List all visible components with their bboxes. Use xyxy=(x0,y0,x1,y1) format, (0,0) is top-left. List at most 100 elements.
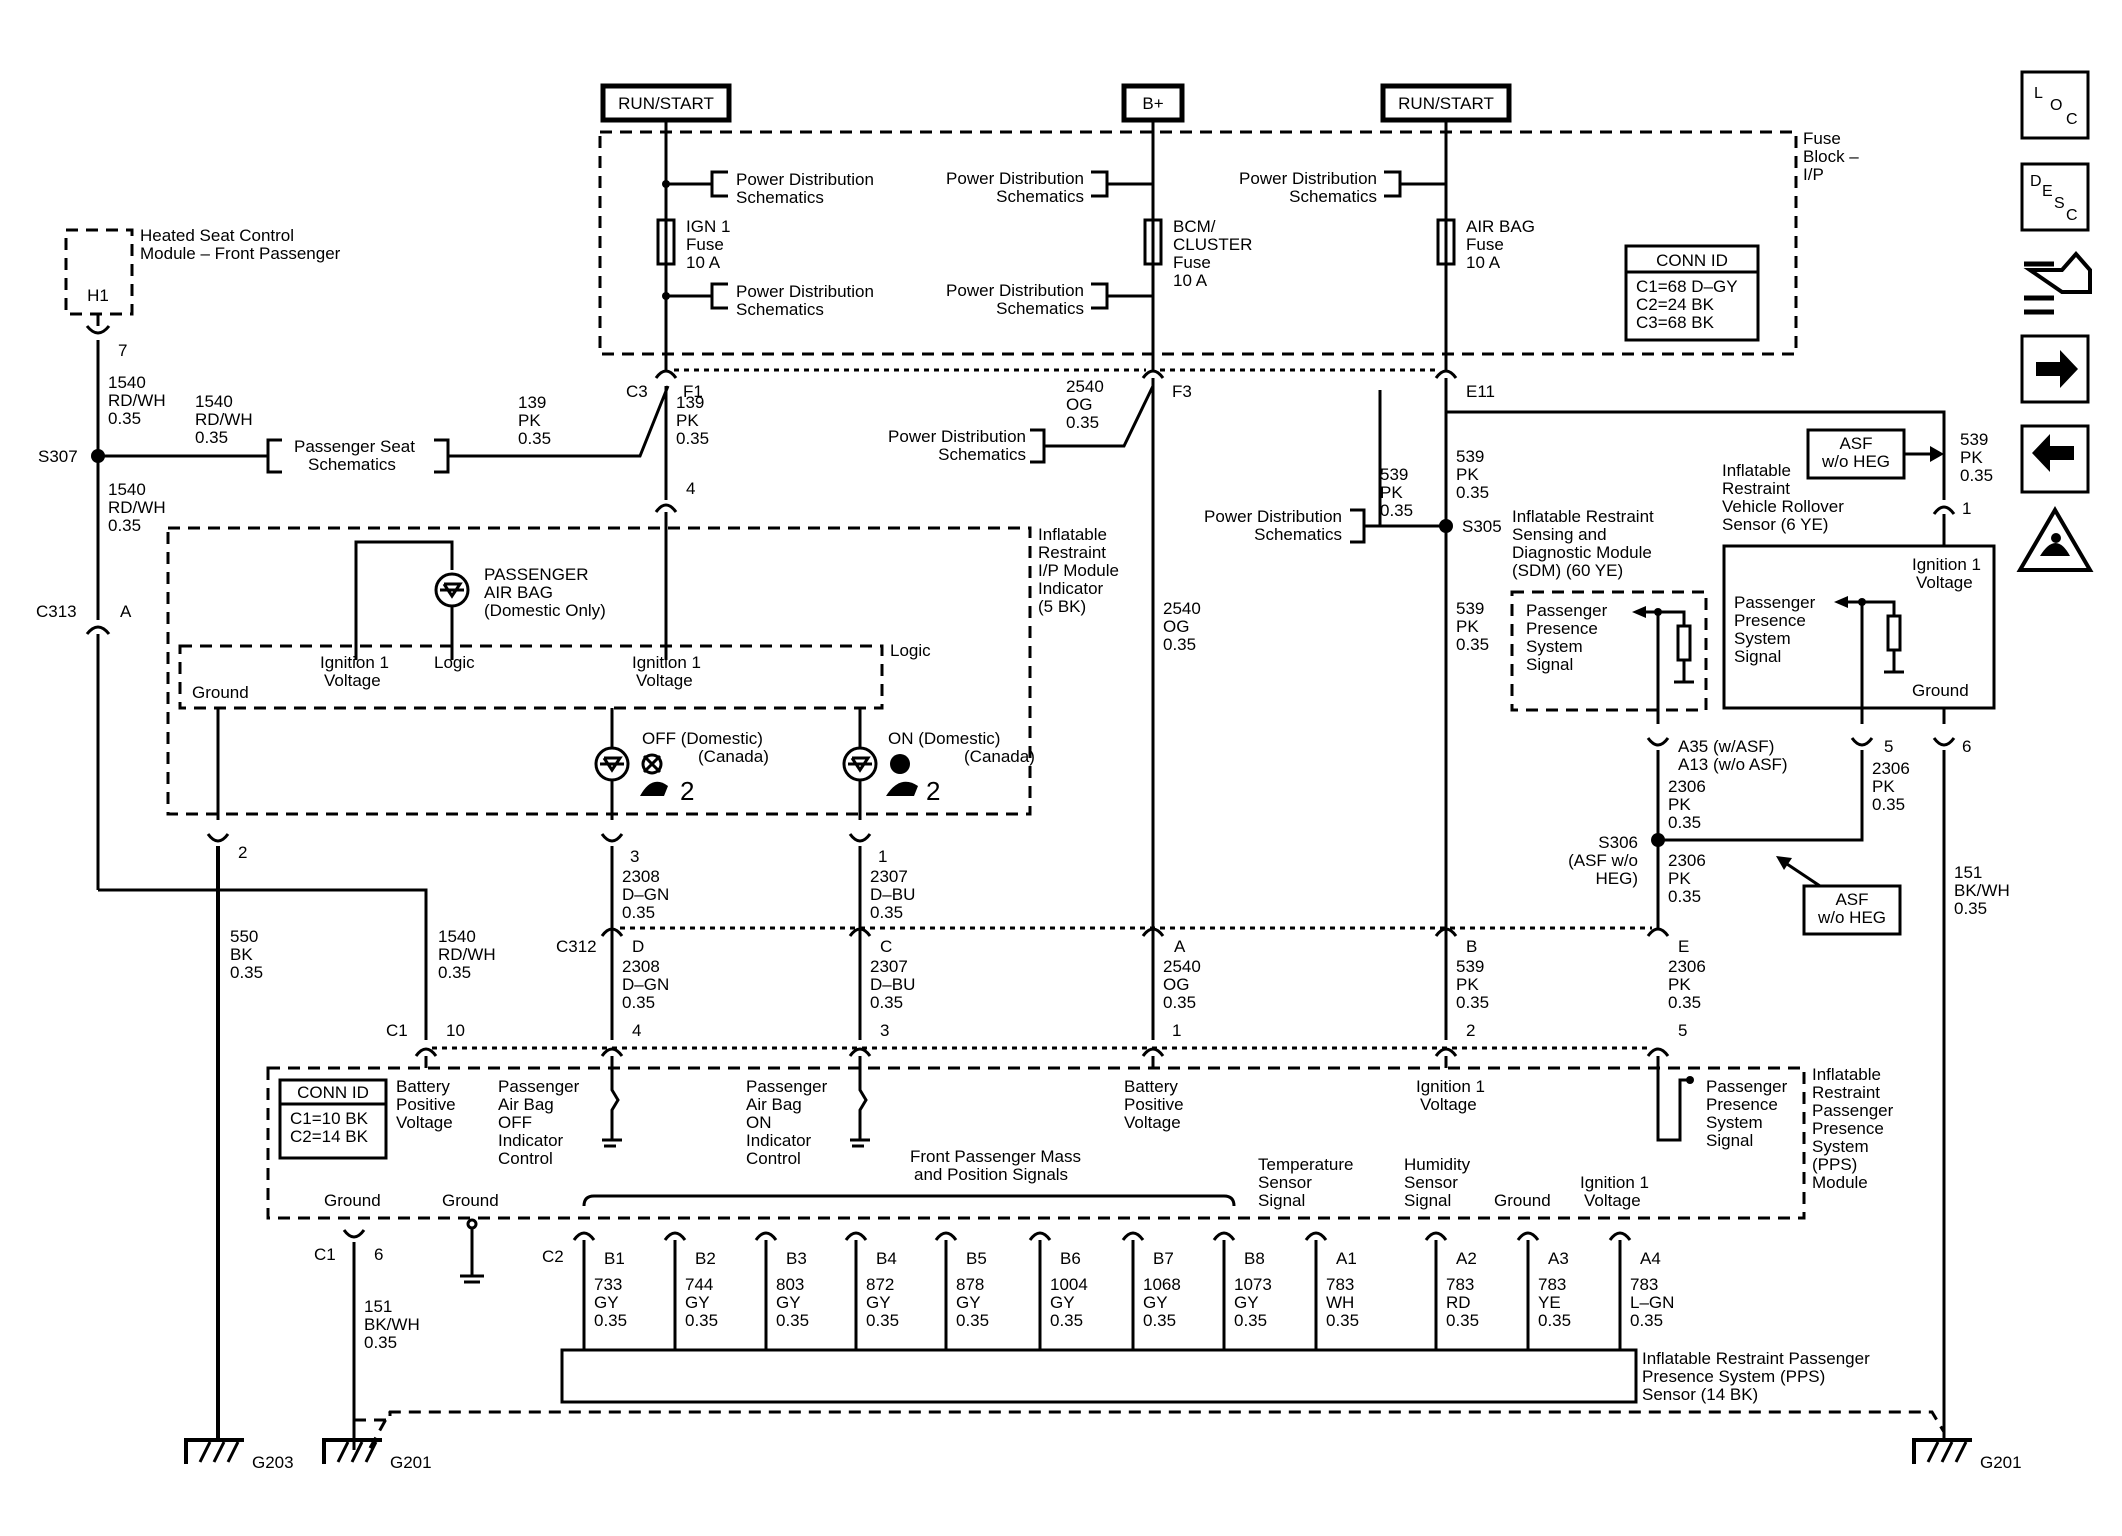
svg-text:S307: S307 xyxy=(38,447,78,466)
connector-icon[interactable] xyxy=(2023,250,2092,315)
svg-text:A: A xyxy=(1174,937,1186,956)
svg-text:Ground: Ground xyxy=(324,1191,381,1210)
next-arrow-icon[interactable] xyxy=(2020,334,2090,404)
svg-text:1: 1 xyxy=(1962,499,1971,518)
svg-text:Ground: Ground xyxy=(442,1191,499,1210)
run-start-right-header: RUN/START xyxy=(1380,83,1512,123)
e11-label: E11 xyxy=(1466,382,1495,401)
svg-text:Ground: Ground xyxy=(1494,1191,1551,1210)
svg-text:CONN ID: CONN ID xyxy=(1656,251,1728,270)
svg-text:10: 10 xyxy=(446,1021,465,1040)
svg-text:G201: G201 xyxy=(1980,1453,2022,1472)
sensor-pin-socket xyxy=(1212,1231,1236,1241)
svg-text:C1: C1 xyxy=(314,1245,336,1264)
sensor-pin-label: B1 xyxy=(604,1249,625,1268)
f1-label: F1 xyxy=(683,382,703,401)
svg-text:Ground: Ground xyxy=(1912,681,1969,700)
prev-arrow-icon[interactable] xyxy=(2020,424,2090,494)
svg-text:Logic: Logic xyxy=(890,641,931,660)
svg-text:L: L xyxy=(2034,85,2043,102)
g201-ground-icon-left: G201 xyxy=(322,1438,432,1472)
sensor-pin-socket xyxy=(754,1231,778,1241)
svg-text:C313: C313 xyxy=(36,602,77,621)
indicator-module-box xyxy=(166,526,1032,816)
svg-text:D: D xyxy=(2030,173,2042,190)
svg-text:G201: G201 xyxy=(390,1453,432,1472)
c3-label: C3 xyxy=(626,382,648,401)
svg-text:RUN/START: RUN/START xyxy=(618,94,714,113)
sensor-pin-label: B6 xyxy=(1060,1249,1081,1268)
sensor-pin-label: B4 xyxy=(876,1249,897,1268)
svg-text:A35 (w/ASF): A35 (w/ASF) xyxy=(1678,737,1774,756)
sensor-pin-socket xyxy=(1424,1231,1448,1241)
svg-text:G203: G203 xyxy=(252,1453,294,1472)
airbag-on-person-icon: 2 xyxy=(886,754,940,806)
pps-module-box xyxy=(266,1066,1806,1220)
run-start-left-header: RUN/START xyxy=(600,83,732,123)
svg-text:C2: C2 xyxy=(542,1247,564,1266)
on-lamp-label: ON (Domestic)(Canada) xyxy=(888,729,1035,766)
sensor-pin-socket xyxy=(1121,1231,1145,1241)
svg-text:Ground: Ground xyxy=(192,683,249,702)
svg-text:4: 4 xyxy=(686,479,695,498)
sensor-pin-label: B3 xyxy=(786,1249,807,1268)
svg-text:A13 (w/o ASF): A13 (w/o ASF) xyxy=(1678,755,1788,774)
pps-sensor-box xyxy=(560,1348,1638,1404)
svg-text:2: 2 xyxy=(680,776,694,806)
svg-text:5: 5 xyxy=(1678,1021,1687,1040)
desc-icon[interactable]: D E S C xyxy=(2020,162,2090,232)
sensor-pin-label: B5 xyxy=(966,1249,987,1268)
svg-text:4: 4 xyxy=(632,1021,641,1040)
svg-text:CONN ID: CONN ID xyxy=(297,1083,369,1102)
svg-text:1: 1 xyxy=(878,847,887,866)
svg-text:C1: C1 xyxy=(386,1021,408,1040)
svg-text:S: S xyxy=(2054,195,2065,212)
esd-warning-icon[interactable] xyxy=(2016,506,2094,572)
svg-text:C: C xyxy=(880,937,892,956)
loc-icon[interactable]: L O C xyxy=(2020,70,2090,140)
svg-text:B: B xyxy=(1466,937,1477,956)
